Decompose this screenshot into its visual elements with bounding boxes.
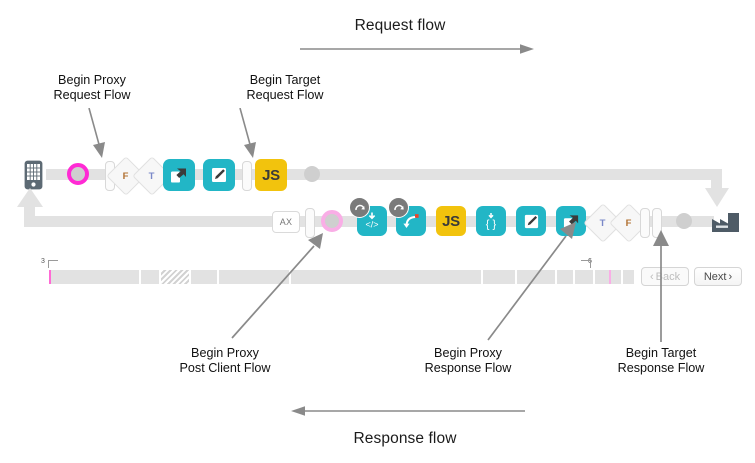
timeline-hatched-segment bbox=[161, 270, 189, 284]
json-policy-icon[interactable]: { } bbox=[476, 206, 506, 236]
callout-line-2: Request Flow bbox=[246, 88, 324, 102]
request-flow-label: Request flow bbox=[354, 17, 446, 34]
gear-badge-icon bbox=[349, 197, 370, 218]
timeline-divider bbox=[217, 270, 219, 284]
timeline-divider bbox=[573, 270, 575, 284]
javascript-policy-icon[interactable]: JS bbox=[436, 206, 466, 236]
callout-line-2: Request Flow bbox=[53, 88, 131, 102]
timeline-divider bbox=[159, 270, 161, 284]
timeline-divider bbox=[621, 270, 623, 284]
callout-leader-begin-target-response-flow bbox=[648, 228, 674, 349]
condition-diamond-f[interactable]: F bbox=[609, 203, 649, 243]
timeline-divider bbox=[515, 270, 517, 284]
request-rail-arrowhead bbox=[703, 188, 731, 213]
javascript-label: JS bbox=[262, 166, 280, 184]
timeline-divider bbox=[139, 270, 141, 284]
mobile-device-icon bbox=[24, 160, 43, 195]
condition-label: T bbox=[149, 170, 155, 182]
next-chevron-icon: › bbox=[728, 270, 733, 283]
target-endpoint-factory-icon bbox=[712, 211, 740, 238]
flow-divider-pill-icon[interactable] bbox=[242, 161, 252, 191]
response-rail-elbow-join bbox=[24, 216, 40, 227]
condition-diamond-t[interactable]: T bbox=[132, 156, 172, 196]
timeline-bar[interactable] bbox=[49, 270, 634, 284]
back-chevron-icon: ‹ bbox=[649, 270, 654, 283]
response-flow-arrow bbox=[290, 405, 525, 417]
callout-begin-target-request-flow: Begin Target Request Flow bbox=[225, 73, 345, 103]
callout-line-1: Begin Proxy bbox=[191, 346, 259, 360]
gray-dot-icon[interactable] bbox=[676, 213, 692, 229]
callout-line-2: Response Flow bbox=[617, 361, 705, 375]
callout-begin-proxy-response-flow: Begin Proxy Response Flow bbox=[403, 346, 533, 376]
ax-label: AX bbox=[279, 217, 293, 227]
callout-begin-proxy-request-flow: Begin Proxy Request Flow bbox=[32, 73, 152, 103]
assign-message-policy-icon[interactable] bbox=[203, 159, 235, 191]
request-flow-arrow bbox=[300, 43, 535, 55]
callout-leader-begin-proxy-request-flow bbox=[82, 107, 122, 165]
condition-label: T bbox=[600, 217, 606, 229]
magenta-ring-icon[interactable] bbox=[67, 163, 89, 185]
request-rail bbox=[46, 169, 722, 180]
response-flow-label: Response flow bbox=[353, 430, 457, 447]
timeline-tick-left-label: 3 bbox=[41, 258, 45, 265]
flow-divider-pill-icon[interactable] bbox=[652, 208, 662, 238]
callout-leader-begin-proxy-response-flow bbox=[480, 218, 590, 348]
timeline-marker-end bbox=[609, 270, 611, 284]
pink-ring-icon[interactable] bbox=[321, 210, 343, 232]
assign-message-policy-icon[interactable] bbox=[516, 206, 546, 236]
flow-divider-pill-icon[interactable] bbox=[305, 208, 315, 238]
xml-policy-icon[interactable]: </> bbox=[349, 197, 387, 236]
callout-begin-target-response-flow: Begin Target Response Flow bbox=[596, 346, 726, 376]
callout-line-1: Begin Proxy bbox=[434, 346, 502, 360]
timeline-divider bbox=[593, 270, 595, 284]
next-button-label: Next bbox=[703, 270, 727, 283]
back-button[interactable]: ‹ Back bbox=[641, 267, 689, 286]
route-policy-icon[interactable] bbox=[163, 159, 195, 191]
javascript-label: JS bbox=[442, 212, 460, 230]
gray-dot-icon[interactable] bbox=[304, 166, 320, 182]
javascript-policy-icon[interactable]: JS bbox=[255, 159, 287, 191]
callout-begin-proxy-post-client-flow: Begin Proxy Post Client Flow bbox=[160, 346, 290, 376]
condition-label: F bbox=[123, 170, 129, 182]
callout-leader-begin-proxy-post-client-flow bbox=[222, 230, 327, 345]
timeline-divider bbox=[481, 270, 483, 284]
callout-line-1: Begin Proxy bbox=[58, 73, 126, 87]
gear-badge-icon bbox=[388, 197, 409, 218]
timeline-tick-left: 3 bbox=[41, 258, 58, 268]
svg-text:{ }: { } bbox=[486, 219, 497, 231]
timeline-divider bbox=[189, 270, 191, 284]
ax-analytics-icon[interactable]: AX bbox=[272, 211, 300, 233]
timeline-divider bbox=[289, 270, 291, 284]
response-rail-arrowhead bbox=[16, 188, 44, 213]
request-rail-elbow bbox=[711, 169, 722, 193]
timeline-tick-right: 6 bbox=[581, 258, 592, 268]
callout-line-2: Response Flow bbox=[424, 361, 512, 375]
transform-policy-icon[interactable] bbox=[388, 197, 426, 236]
svg-text:</>: </> bbox=[365, 219, 378, 229]
timeline-marker-start bbox=[49, 270, 51, 284]
callout-line-2: Post Client Flow bbox=[179, 361, 271, 375]
callout-line-1: Begin Target bbox=[249, 73, 321, 87]
condition-label: F bbox=[626, 217, 632, 229]
next-button[interactable]: Next › bbox=[694, 267, 742, 286]
timeline-divider bbox=[555, 270, 557, 284]
callout-line-1: Begin Target bbox=[625, 346, 697, 360]
timeline-tick-right-label: 6 bbox=[588, 258, 592, 265]
callout-leader-begin-target-request-flow bbox=[232, 107, 272, 165]
flow-divider-pill-icon[interactable] bbox=[640, 208, 650, 238]
